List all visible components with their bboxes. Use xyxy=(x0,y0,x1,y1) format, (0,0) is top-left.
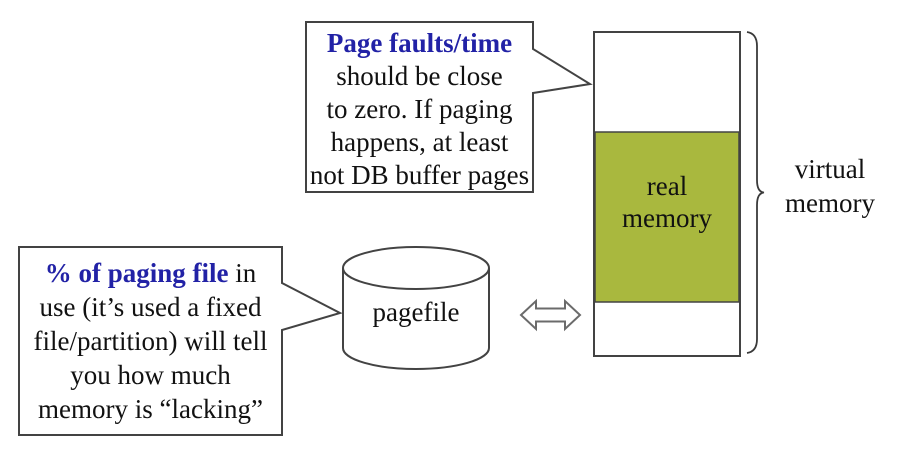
virtual-memory-label-line: virtual xyxy=(794,154,866,184)
callout-text-line: happens, at least xyxy=(330,127,509,157)
page-faults-callout xyxy=(305,21,593,193)
virtual-memory-label: virtual memory xyxy=(765,152,895,220)
virtual-memory-brace-icon xyxy=(746,31,765,354)
real-memory-label: real memory xyxy=(594,170,740,234)
paging-file-callout xyxy=(18,246,343,436)
exchange-arrow-icon xyxy=(519,298,582,332)
real-memory-label-line: memory xyxy=(622,203,712,233)
memory-rectangle xyxy=(593,31,741,357)
real-memory-label-line: real xyxy=(646,171,688,201)
callout-text-line: memory is “lacking” xyxy=(38,394,263,424)
pagefile-label: pagefile xyxy=(372,297,460,327)
virtual-memory-label-line: memory xyxy=(785,188,875,218)
callout-text-line: to zero. If paging xyxy=(326,94,513,124)
page-faults-callout-text: Page faults/time should be close to zero… xyxy=(306,27,533,192)
callout-text-line: should be close xyxy=(336,61,503,91)
real-memory-block xyxy=(594,131,740,303)
callout-text-line: not DB buffer pages xyxy=(309,160,530,190)
pagefile-cylinder xyxy=(342,246,490,370)
callout-text-line: you how much xyxy=(70,360,231,390)
paging-file-callout-text: % of paging file in use (it’s used a fix… xyxy=(19,256,282,426)
callout-text-line: file/partition) will tell xyxy=(33,326,268,356)
callout-text-line: use (it’s used a fixed xyxy=(39,292,262,322)
paging-file-heading-line: % of paging file in xyxy=(19,256,282,290)
paging-file-heading: % of paging file xyxy=(44,258,229,288)
paging-file-heading-rest: in xyxy=(228,258,257,288)
page-faults-heading: Page faults/time xyxy=(326,28,513,58)
